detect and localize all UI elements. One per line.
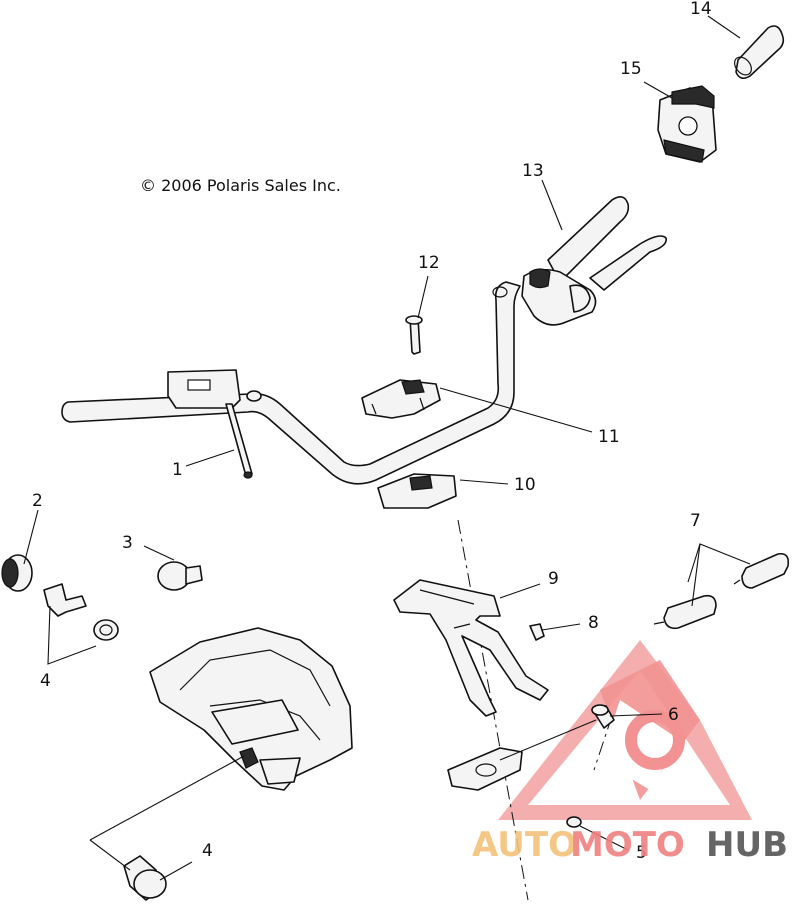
watermark-text: AUTO MOTO HUB xyxy=(472,825,788,865)
part-9-bracket xyxy=(393,579,549,717)
part-14-grip xyxy=(734,25,785,80)
callout-14: 14 xyxy=(690,0,712,19)
part-6-bushing xyxy=(591,704,615,729)
bearing-plate xyxy=(447,747,523,791)
callout-9: 9 xyxy=(548,569,559,589)
callout-4-lower: 4 xyxy=(202,841,213,861)
leader-lines xyxy=(23,15,751,881)
copyright-notice: © 2006 Polaris Sales Inc. xyxy=(140,176,341,195)
callout-10: 10 xyxy=(514,475,536,495)
callout-2: 2 xyxy=(32,491,43,511)
callout-15: 15 xyxy=(620,59,642,79)
watermark-part-moto: MOTO xyxy=(570,825,685,865)
callout-7: 7 xyxy=(690,511,701,531)
callout-5: 5 xyxy=(636,843,647,863)
callout-11: 11 xyxy=(598,427,620,447)
callout-6: 6 xyxy=(668,705,679,725)
handlebar-tube xyxy=(61,281,521,485)
part-7-switches xyxy=(653,552,790,630)
part-8-pin xyxy=(529,623,545,641)
part-1-cover-plate xyxy=(167,369,262,479)
callout-labels: 1 2 3 4 4 5 6 7 8 9 10 11 12 13 14 15 xyxy=(32,0,712,863)
callout-4-upper: 4 xyxy=(40,671,51,691)
part-3-grommet xyxy=(157,561,203,591)
callout-8: 8 xyxy=(588,613,599,633)
part-15-switch-housing xyxy=(657,85,717,163)
watermark-part-auto: AUTO xyxy=(472,825,577,865)
console-housing xyxy=(149,627,353,791)
watermark-part-hub: HUB xyxy=(706,825,788,865)
callout-12: 12 xyxy=(418,253,440,273)
part-2-cap xyxy=(1,554,33,592)
part-13-brake-lever-assembly xyxy=(521,196,667,326)
callout-13: 13 xyxy=(522,161,544,181)
callout-3: 3 xyxy=(122,533,133,553)
part-4-key-and-ring xyxy=(43,583,119,641)
watermark-logo xyxy=(498,640,752,820)
part-12-bolt xyxy=(405,315,423,355)
part-4-plug xyxy=(123,855,167,901)
part-11-upper-clamp xyxy=(361,379,441,419)
part-10-lower-clamp xyxy=(377,473,457,509)
callout-1: 1 xyxy=(172,460,183,480)
part-5-nut xyxy=(566,816,582,828)
